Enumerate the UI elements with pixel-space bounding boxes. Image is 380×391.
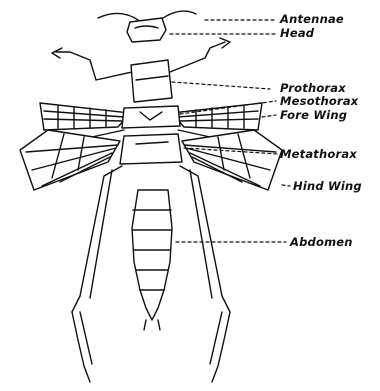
label-antennae: Antennae bbox=[280, 12, 344, 26]
label-hind-wing: Hind Wing bbox=[293, 179, 362, 193]
fore-wing-right bbox=[172, 103, 262, 130]
leader-fore-wing bbox=[262, 115, 276, 117]
label-abdomen: Abdomen bbox=[290, 235, 353, 249]
label-mesothorax: Mesothorax bbox=[280, 94, 358, 108]
label-head: Head bbox=[280, 26, 314, 40]
label-metathorax: Metathorax bbox=[280, 147, 357, 161]
leader-lines bbox=[170, 20, 290, 242]
label-prothorax: Prothorax bbox=[280, 81, 346, 95]
label-fore-wing: Fore Wing bbox=[280, 108, 347, 122]
metathorax-part bbox=[120, 134, 182, 164]
mesothorax-part bbox=[122, 106, 180, 128]
leader-prothorax bbox=[172, 82, 270, 89]
hind-wing-right bbox=[182, 130, 282, 190]
fore-wing-left bbox=[40, 103, 130, 130]
antennae-part bbox=[98, 11, 196, 20]
prothorax-part bbox=[131, 60, 172, 102]
head-part bbox=[127, 18, 166, 42]
hind-wing-left bbox=[20, 130, 120, 190]
abdomen-part bbox=[132, 190, 172, 330]
leader-hind-wing bbox=[282, 185, 290, 186]
